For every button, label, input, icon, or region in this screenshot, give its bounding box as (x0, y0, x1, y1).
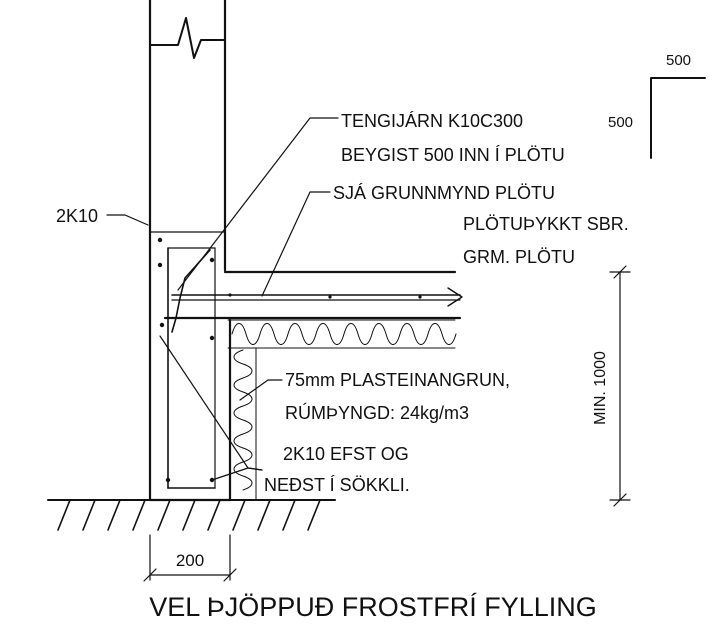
bend-dimension-symbol (650, 77, 706, 159)
insulation-label-2: RÚMÞYNGD: 24kg/m3 (285, 402, 469, 423)
dimension-footing-width (143, 534, 237, 582)
footing-rebar (157, 237, 422, 489)
footing-rebar-label-1: 2K10 EFST OG (283, 444, 409, 464)
insulation-label-1: 75mm PLASTEINANGRUN, (285, 370, 510, 390)
floor-slab (163, 270, 463, 320)
min-depth-label: MIN. 1000 (592, 351, 609, 425)
tie-bar-bend-label: BEYGIST 500 INN Í PLÖTU (341, 145, 565, 165)
bend-dim-vertical-label: 500 (608, 114, 633, 131)
rebar-top-label: 2K10 (56, 206, 98, 226)
wall (148, 0, 227, 272)
insulation (227, 319, 457, 501)
dimension-min-depth (609, 265, 631, 507)
footing (148, 230, 232, 502)
leader-lines (106, 117, 339, 481)
fill-note: VEL ÞJÖPPUÐ FROSTFRÍ FYLLING (149, 592, 597, 622)
ground-line (47, 499, 336, 531)
tie-bar-label: TENGIJÁRN K10C300 (341, 111, 523, 131)
slab-thickness-label-2: GRM. PLÖTU (463, 247, 575, 267)
bend-dim-horizontal-label: 500 (666, 52, 691, 69)
plan-reference-label: SJÁ GRUNNMYND PLÖTU (333, 183, 555, 203)
footing-rebar-label-2: NEÐST Í SÖKKLI. (264, 475, 410, 495)
slab-thickness-label-1: PLÖTUÞYKKT SBR. (463, 214, 629, 234)
footing-width-label: 200 (176, 551, 204, 570)
